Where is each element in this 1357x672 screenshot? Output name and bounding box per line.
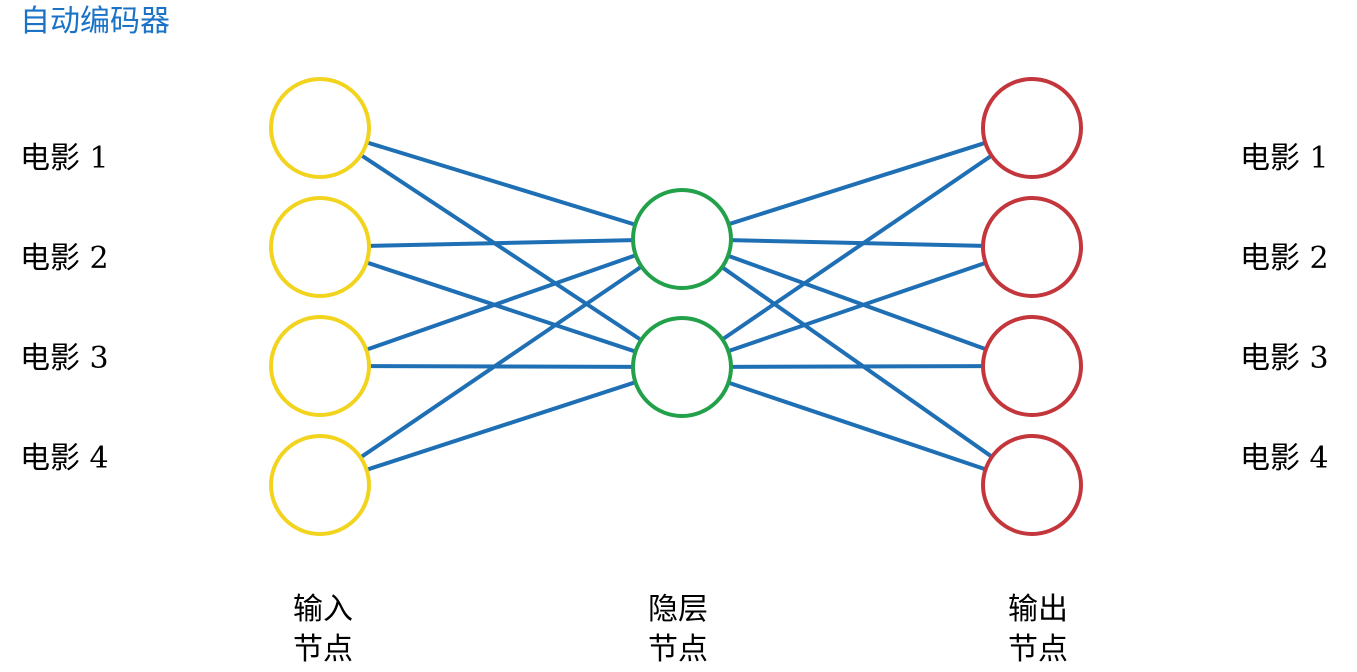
output-label-3: 电影 3 (1240, 341, 1329, 376)
output-node-4 (981, 434, 1083, 536)
edge-input-1-hidden-1 (366, 140, 636, 227)
input-node-1 (269, 77, 371, 179)
edge-input-1-hidden-2 (359, 153, 643, 342)
input-label-4: 电影 4 (20, 441, 109, 476)
input-layer-label-line1: 输入 (293, 592, 353, 627)
input-label-2: 电影 2 (20, 241, 109, 276)
input-label-1: 电影 1 (20, 141, 109, 176)
input-node-3 (269, 315, 371, 417)
output-label-1: 电影 1 (1240, 141, 1329, 176)
output-node-1 (981, 77, 1083, 179)
hidden-node-2 (631, 316, 733, 418)
edge-hidden-1-output-1 (728, 140, 986, 227)
hidden-node-1 (631, 188, 733, 290)
edge-hidden-1-output-3 (727, 253, 987, 352)
hidden-layer-nodes (631, 188, 733, 418)
output-layer-label-line2: 节点 (1008, 632, 1068, 667)
edge-input-2-hidden-1 (368, 238, 634, 248)
input-layer-nodes (269, 77, 371, 536)
edge-input-3-hidden-2 (368, 364, 634, 369)
output-layer-label-line1: 输出 (1008, 592, 1068, 627)
output-label-4: 电影 4 (1240, 441, 1329, 476)
edge-hidden-2-output-4 (727, 380, 987, 472)
edge-hidden-1-output-2 (730, 238, 984, 248)
output-node-2 (981, 196, 1083, 298)
edge-hidden-2-output-1 (721, 153, 993, 342)
hidden-layer-label-line2: 节点 (648, 632, 708, 667)
edge-input-2-hidden-2 (365, 260, 637, 354)
edge-hidden-2-output-3 (730, 364, 984, 369)
edge-input-3-hidden-1 (365, 253, 637, 352)
input-layer-label-line2: 节点 (293, 632, 353, 667)
connections (359, 140, 994, 472)
output-node-3 (981, 315, 1083, 417)
edge-hidden-2-output-2 (727, 260, 987, 354)
input-node-4 (269, 434, 371, 536)
edge-input-4-hidden-2 (365, 380, 637, 472)
diagram-title: 自动编码器 (20, 4, 170, 39)
edge-input-4-hidden-1 (359, 264, 643, 460)
input-node-2 (269, 196, 371, 298)
edge-hidden-1-output-4 (720, 265, 994, 459)
output-label-2: 电影 2 (1240, 241, 1329, 276)
input-label-3: 电影 3 (20, 341, 109, 376)
output-layer-nodes (981, 77, 1083, 536)
hidden-layer-label-line1: 隐层 (648, 592, 708, 627)
